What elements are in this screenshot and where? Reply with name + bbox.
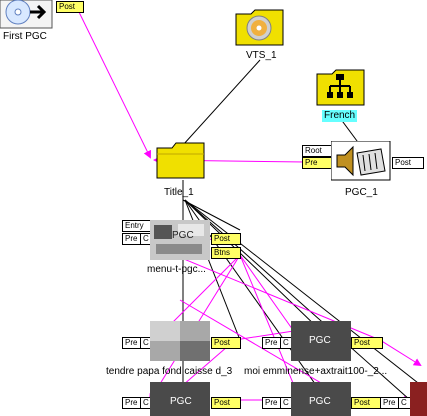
moi-label: moi emminense+axtrait100-_2...: [244, 366, 388, 377]
moi-thumb-text: PGC: [309, 335, 331, 346]
title-node[interactable]: [156, 140, 206, 180]
bottom1-post-tag[interactable]: Post: [211, 397, 241, 409]
french-node[interactable]: [316, 68, 366, 106]
speaker-film-icon: [330, 140, 391, 181]
moi-pre-tag[interactable]: Pre: [262, 337, 282, 349]
tendre-pre-tag[interactable]: Pre: [122, 337, 142, 349]
pgc1-label: PGC_1: [345, 187, 378, 198]
vts-node[interactable]: [235, 8, 285, 46]
menu-thumb[interactable]: PGC: [150, 220, 210, 260]
tendre-thumb[interactable]: [150, 321, 210, 361]
tendre-label: tendre papa fond caisse d_3: [106, 366, 233, 377]
image-thumbnail-icon: [150, 321, 210, 361]
bottom3-thumb[interactable]: [410, 382, 427, 416]
bottom2-post-tag[interactable]: Post: [351, 397, 381, 409]
menu-btns-tag[interactable]: Btns: [211, 247, 241, 259]
bottom2-thumb-text: PGC: [309, 396, 331, 407]
vts-label: VTS_1: [246, 50, 277, 61]
menu-label: menu-t-pgc...: [147, 264, 206, 275]
pgc1-pre-tag[interactable]: Pre: [302, 157, 332, 169]
bottom2-pre-tag[interactable]: Pre: [262, 397, 282, 409]
menu-pre-tag[interactable]: Pre: [122, 233, 142, 245]
menu-thumbnail-icon: [150, 220, 210, 260]
pgc1-node[interactable]: [330, 140, 391, 181]
first-pgc-post-tag[interactable]: Post: [56, 1, 84, 13]
cd-arrow-icon: [0, 0, 53, 29]
moi-thumb[interactable]: PGC: [291, 321, 351, 361]
cd-folder-icon: [235, 9, 284, 46]
first-pgc-node[interactable]: [0, 0, 56, 30]
title-label: Title_1: [164, 187, 194, 198]
menu-thumb-text: PGC: [172, 230, 194, 241]
tendre-post-tag[interactable]: Post: [211, 337, 241, 349]
first-pgc-label: First PGC: [3, 31, 47, 42]
bottom3-pre-tag[interactable]: Pre: [380, 397, 400, 409]
pgc1-post-tag[interactable]: Post: [392, 157, 424, 169]
bottom2-c-tag[interactable]: C: [280, 397, 294, 409]
bottom1-pre-tag[interactable]: Pre: [122, 397, 142, 409]
menu-post-tag[interactable]: Post: [211, 233, 241, 245]
folder-icon: [156, 142, 205, 179]
moi-post-tag[interactable]: Post: [351, 337, 383, 349]
french-label: French: [322, 110, 358, 122]
bottom2-thumb[interactable]: PGC: [291, 382, 351, 416]
bottom1-thumb[interactable]: PGC: [150, 382, 210, 416]
bottom1-thumb-text: PGC: [170, 396, 192, 407]
tree-folder-icon: [316, 69, 365, 106]
pgc1-root-tag[interactable]: Root: [302, 145, 332, 157]
